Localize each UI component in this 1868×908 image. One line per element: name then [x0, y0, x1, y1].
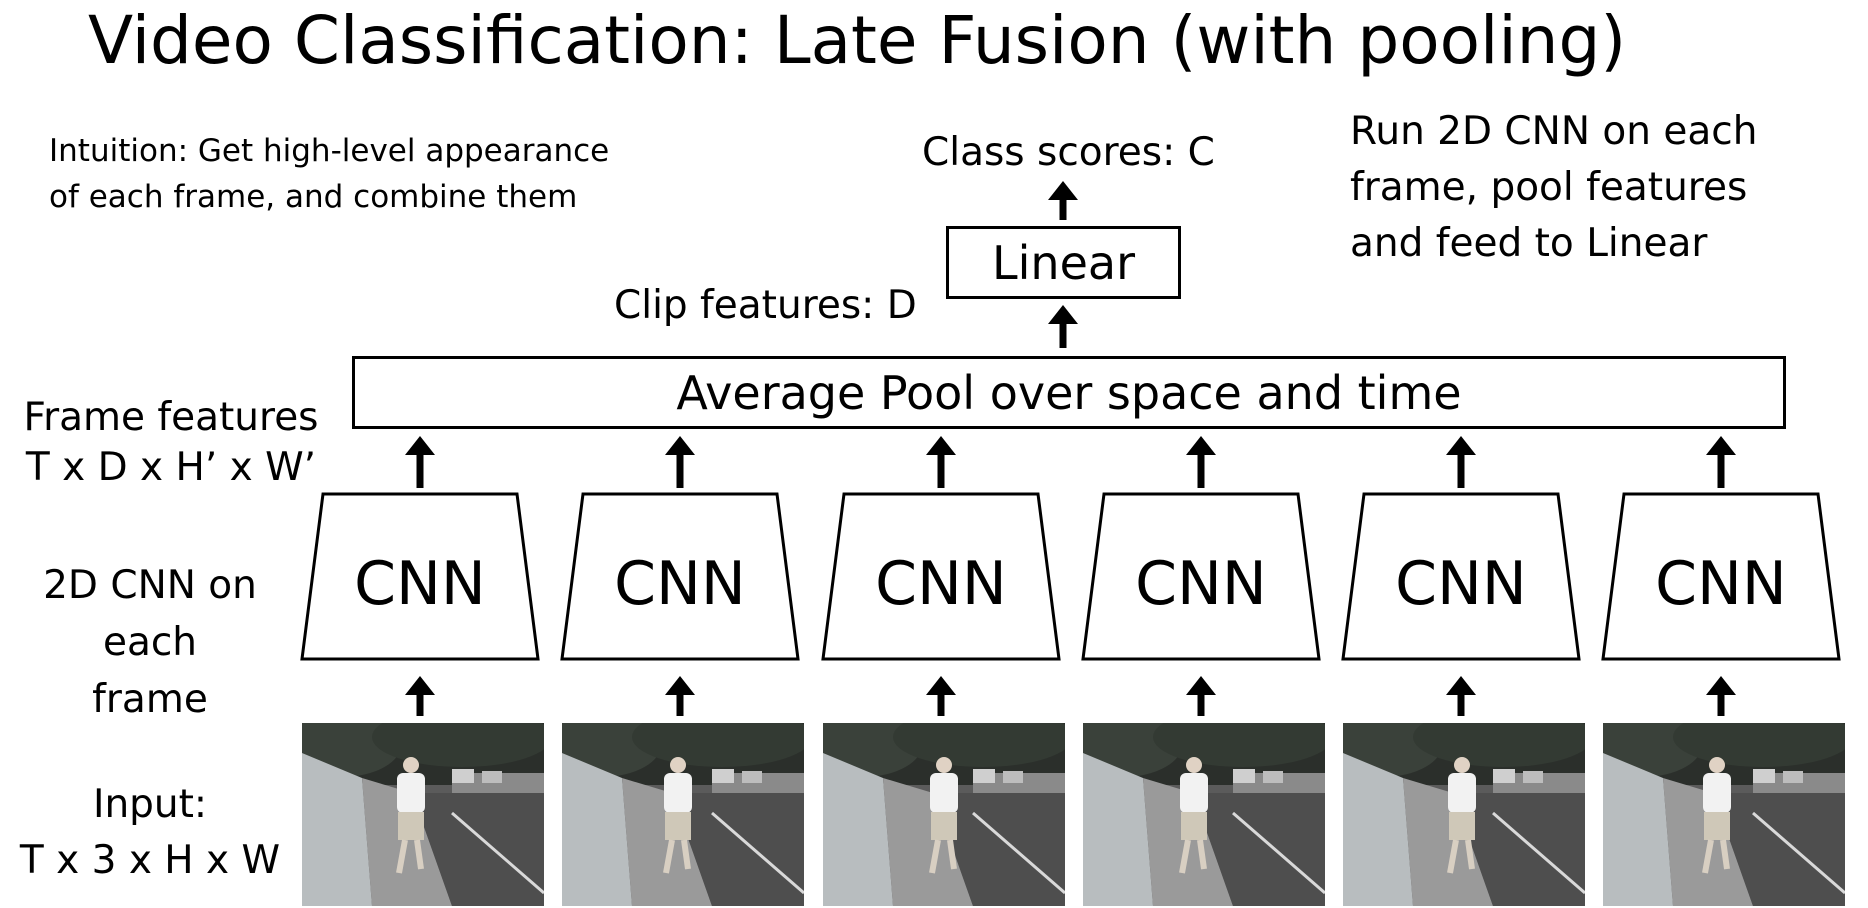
cnn-trapezoid [1601, 492, 1841, 661]
arrow-up-icon [665, 436, 695, 488]
input-frame-photo [302, 723, 544, 906]
run-note-line: frame, pool features [1350, 165, 1748, 210]
cnn-label: CNN [875, 549, 1007, 619]
arrow-up-icon [665, 676, 695, 716]
arrow-up-icon [1186, 436, 1216, 488]
cnn-block: CNN [1341, 492, 1581, 661]
input-frame-photo [562, 723, 804, 906]
run-note-line: and feed to Linear [1350, 221, 1708, 266]
cnn-block: CNN [821, 492, 1061, 661]
frame-features-line: T x D x H’ x W’ [25, 445, 317, 490]
arrow-up-icon [405, 676, 435, 716]
arrow-up-icon [926, 436, 956, 488]
cnn-trapezoid [560, 492, 800, 661]
input-label: Input: T x 3 x H x W [18, 777, 282, 889]
cnn-label: CNN [1135, 549, 1267, 619]
intuition-line: Intuition: Get high-level appearance [49, 133, 610, 169]
class-scores-label: Class scores: C [922, 130, 1215, 175]
arrow-up-icon [1186, 676, 1216, 716]
arrow-up-icon [1048, 181, 1078, 220]
input-line: Input: [92, 782, 208, 827]
cnn-per-frame-line: frame [92, 677, 208, 722]
average-pool-box: Average Pool over space and time [352, 356, 1786, 429]
frame-features-label: Frame features T x D x H’ x W’ [16, 393, 326, 493]
cnn-label: CNN [1655, 549, 1787, 619]
linear-label: Linear [992, 235, 1135, 290]
input-frame-photo [1083, 723, 1325, 906]
arrow-up-icon [405, 436, 435, 488]
cnn-trapezoid [821, 492, 1061, 661]
linear-box: Linear [946, 226, 1181, 299]
input-frame-photo [1343, 723, 1585, 906]
input-frame-photo [823, 723, 1065, 906]
slide-title: Video Classification: Late Fusion (with … [88, 2, 1627, 79]
cnn-trapezoid [300, 492, 540, 661]
input-frame-photo [1603, 723, 1845, 906]
cnn-block: CNN [560, 492, 800, 661]
cnn-trapezoid [1081, 492, 1321, 661]
arrow-up-icon [926, 676, 956, 716]
cnn-trapezoid [1341, 492, 1581, 661]
frame-features-line: Frame features [23, 395, 319, 440]
run-note: Run 2D CNN on each frame, pool features … [1350, 104, 1757, 272]
cnn-block: CNN [1601, 492, 1841, 661]
cnn-per-frame-line: 2D CNN on [43, 563, 257, 608]
arrow-up-icon [1048, 305, 1078, 348]
cnn-block: CNN [300, 492, 540, 661]
cnn-label: CNN [1395, 549, 1527, 619]
input-line: T x 3 x H x W [19, 838, 281, 883]
cnn-label: CNN [614, 549, 746, 619]
arrow-up-icon [1446, 676, 1476, 716]
cnn-block: CNN [1081, 492, 1321, 661]
arrow-up-icon [1446, 436, 1476, 488]
arrow-up-icon [1706, 436, 1736, 488]
cnn-label: CNN [354, 549, 486, 619]
intuition-text: Intuition: Get high-level appearance of … [49, 128, 609, 220]
average-pool-label: Average Pool over space and time [676, 365, 1462, 420]
clip-features-label: Clip features: D [614, 283, 917, 328]
run-note-line: Run 2D CNN on each [1350, 109, 1758, 154]
cnn-per-frame-line: each [102, 620, 198, 665]
intuition-line: of each frame, and combine them [49, 179, 578, 215]
cnn-per-frame-label: 2D CNN on each frame [20, 557, 280, 728]
arrow-up-icon [1706, 676, 1736, 716]
